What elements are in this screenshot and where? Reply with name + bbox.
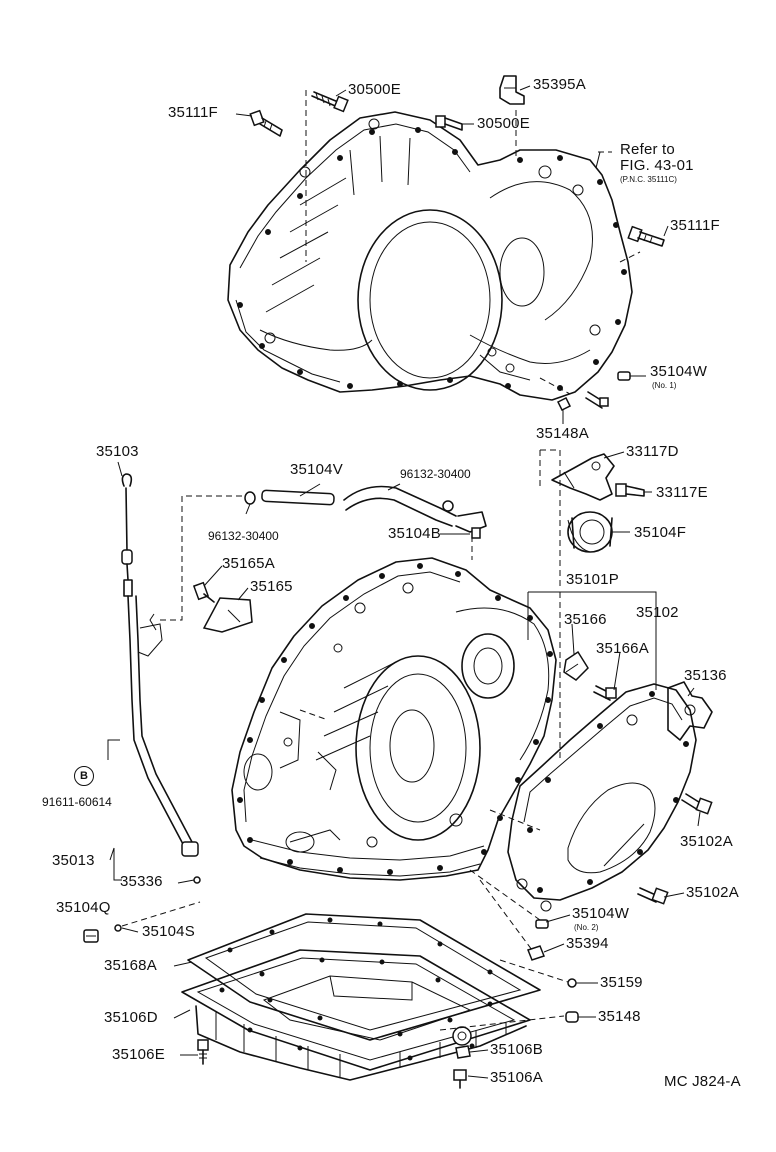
bolt-30500E-a [311,91,349,113]
label-35104V: 35104V [290,461,343,478]
diagram-code: MC J824-A [664,1073,741,1090]
label-35104S: 35104S [142,923,195,940]
label-35104W-2: 35104W [572,905,630,922]
refer-line-1: Refer to [620,141,675,158]
ring-35104S [114,924,122,932]
leader-lines [109,85,701,1079]
bolt-35166A [593,685,617,701]
label-30500E-a: 30500E [348,81,401,98]
pad-35166 [563,650,589,681]
label-35104F: 35104F [634,524,687,541]
bolt-circle-symbol: B [74,766,94,786]
label-35103: 35103 [96,443,139,460]
bolt-35102A-a [681,793,713,815]
plug-35148 [565,1011,579,1023]
refer-line-3: (P.N.C. 35111C) [620,175,677,184]
label-35102A-b: 35102A [686,884,739,901]
plug-35104W-1 [617,371,631,381]
side-cover-35102 [507,681,713,912]
label-35166A: 35166A [596,640,649,657]
label-35394: 35394 [566,935,609,952]
bolt-35111F-b [627,225,665,247]
label-35106E: 35106E [112,1046,165,1063]
label-91611-60614: 91611-60614 [42,795,112,809]
label-35104W-1: 35104W [650,363,708,380]
label-35106D: 35106D [104,1009,158,1026]
note-35104W-2: (No. 2) [574,923,599,932]
oil-pan-gasket-35168A [187,913,541,1041]
label-35395A: 35395A [533,76,586,93]
label-35136: 35136 [684,667,727,684]
bracket-35165 [192,581,253,633]
label-35165: 35165 [250,578,293,595]
bolt-35104Q [83,929,99,943]
label-35101P: 35101P [566,571,619,588]
bolt-35102A-b [637,887,669,905]
bolt-33117E [615,483,645,497]
label-35168A: 35168A [104,957,157,974]
transaxle-housing [227,111,633,401]
clip-35395A [499,75,525,105]
plug-35148A [556,396,572,412]
drain-plug-35106A [453,1069,467,1089]
label-35106A: 35106A [490,1069,543,1086]
note-35104W-1: (No. 1) [652,381,677,390]
dipstick-35103 [107,473,201,884]
bracket-33117D [551,453,615,501]
refer-line-2: FIG. 43-01 [620,157,694,174]
hose-35104V [244,485,487,539]
bolt-30500E-b [435,115,463,131]
label-35336: 35336 [120,873,163,890]
label-35148A: 35148A [536,425,589,442]
oil-seal-35104F [567,511,613,553]
label-35102: 35102 [636,604,679,621]
label-35111F-a: 35111F [168,104,218,121]
label-35102A-a: 35102A [680,833,733,850]
label-35013: 35013 [52,852,95,869]
label-30500E-b: 30500E [477,115,530,132]
plug-35106B [455,1045,471,1059]
bolt-35106E [197,1039,209,1065]
label-35159: 35159 [600,974,643,991]
plug-35104W-2 [535,919,549,929]
oil-pan-35106D [181,949,531,1081]
label-35148: 35148 [598,1008,641,1025]
label-35106B: 35106B [490,1041,543,1058]
label-33117D: 33117D [626,443,679,460]
label-35165A: 35165A [222,555,275,572]
label-35104B: 35104B [388,525,441,542]
transmission-case [231,557,557,881]
bolt-35111F-a [249,109,283,137]
label-33117E: 33117E [656,484,708,501]
gasket-35159 [567,978,577,988]
label-35166: 35166 [564,611,607,628]
label-35111F-b: 35111F [670,217,720,234]
label-96132-b: 96132-30400 [208,529,279,543]
bolt-35148A-near [585,391,609,409]
label-96132-a: 96132-30400 [400,467,471,481]
plug-35394 [527,945,545,961]
label-35104Q: 35104Q [56,899,111,916]
